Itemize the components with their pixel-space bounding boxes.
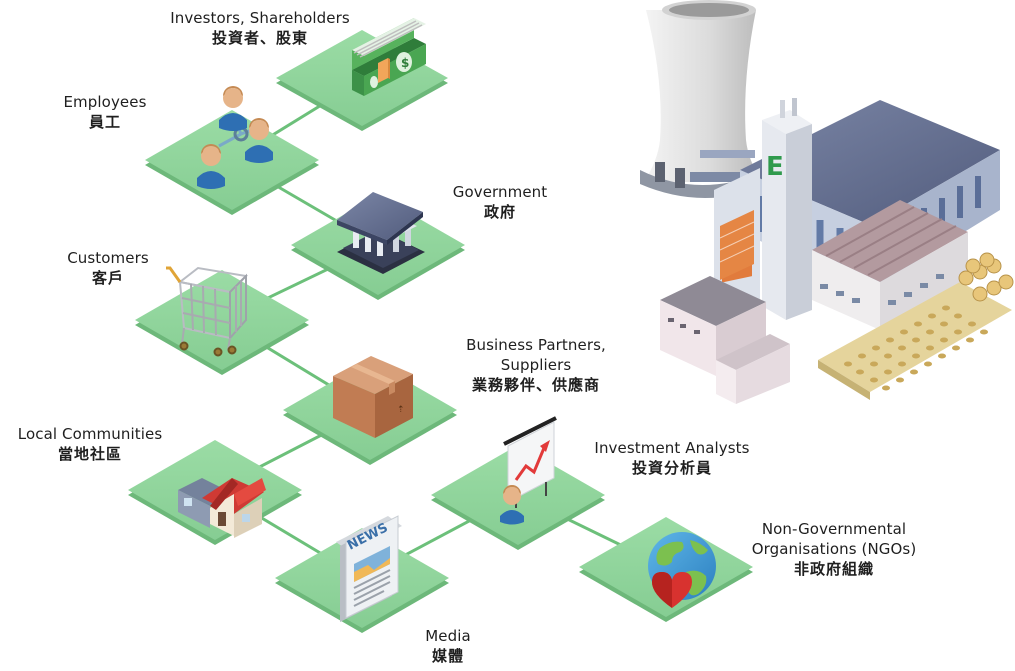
label-investors-zh: 投資者、股東 (211, 29, 308, 47)
label-customers-zh: 客戶 (91, 269, 124, 287)
people-network-icon (197, 86, 273, 189)
label-customers-en: Customers (67, 249, 149, 267)
label-communities-zh: 當地社區 (57, 445, 122, 463)
label-employees-en: Employees (63, 93, 147, 111)
label-media-zh: 媒體 (431, 647, 464, 665)
power-plant-illustration: E (640, 0, 1014, 404)
label-employees-zh: 員工 (88, 113, 121, 131)
house-icon (178, 478, 266, 538)
label-partners-en1: Business Partners, (466, 336, 606, 354)
money-stack-icon: $ (352, 18, 426, 96)
tile-employees (145, 110, 319, 215)
presenter-chart-icon (500, 416, 557, 525)
label-investors-en: Investors, Shareholders (170, 9, 350, 27)
government-building-icon (337, 192, 425, 274)
label-partners-zh: 業務夥伴、供應商 (471, 376, 600, 394)
label-ngos: Non-Governmental Organisations (NGOs) 非政… (736, 519, 932, 579)
label-ngos-en2: Organisations (NGOs) (751, 540, 917, 558)
label-communities-en: Local Communities (17, 425, 163, 443)
label-government: Government 政府 (440, 182, 560, 222)
label-media: Media 媒體 (410, 626, 486, 666)
tile-customers (135, 270, 309, 375)
globe-heart-icon (648, 532, 716, 608)
label-communities: Local Communities 當地社區 (2, 424, 178, 464)
label-analysts: Investment Analysts 投資分析員 (576, 438, 768, 478)
label-partners-en2: Suppliers (500, 356, 572, 374)
label-customers: Customers 客戶 (58, 248, 158, 288)
label-employees: Employees 員工 (60, 92, 150, 132)
label-media-en: Media (425, 627, 471, 645)
label-investors: Investors, Shareholders 投資者、股東 (155, 8, 365, 48)
cardboard-box-icon: ⇡ (333, 356, 413, 438)
label-analysts-zh: 投資分析員 (631, 459, 712, 477)
shopping-cart-icon (166, 266, 249, 357)
svg-text:$: $ (401, 56, 409, 70)
label-partners: Business Partners, Suppliers 業務夥伴、供應商 (448, 335, 624, 395)
label-ngos-zh: 非政府組織 (793, 560, 874, 578)
tiles (128, 30, 753, 633)
label-analysts-en: Investment Analysts (594, 439, 750, 457)
label-government-zh: 政府 (483, 203, 516, 221)
label-ngos-en1: Non-Governmental (761, 520, 907, 538)
svg-text:⇡: ⇡ (397, 405, 405, 415)
svg-text:E: E (766, 152, 784, 182)
label-government-en: Government (452, 183, 548, 201)
